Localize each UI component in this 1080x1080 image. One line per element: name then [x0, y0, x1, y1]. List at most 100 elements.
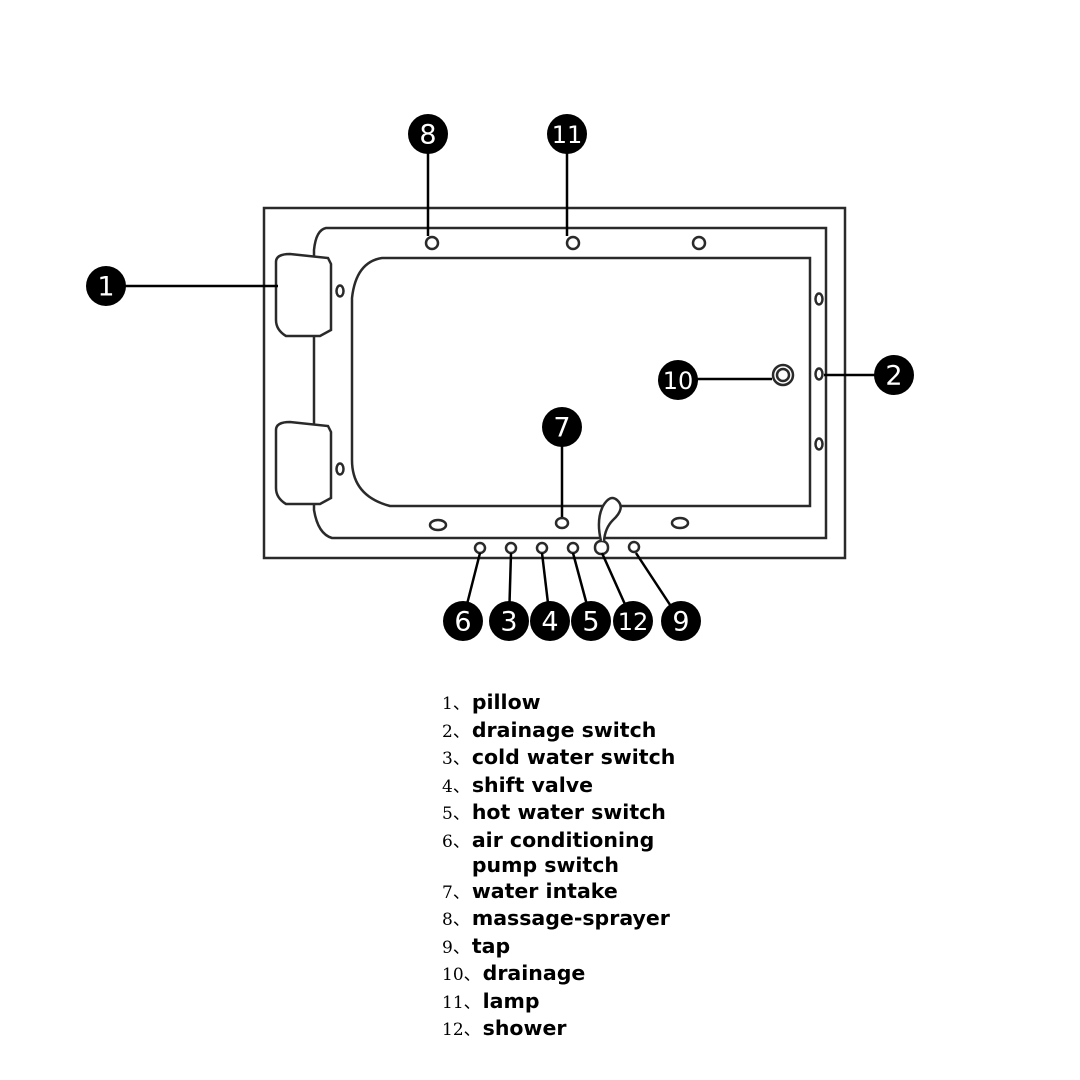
legend-item: 6、air conditioning pump switch [442, 828, 675, 879]
legend-label: hot water switch [471, 800, 666, 824]
hot-water-switch-knob [566, 541, 580, 555]
legend-label: air conditioning pump switch [471, 827, 655, 878]
legend-label: drainage switch [471, 717, 657, 742]
jet-bottom-left [428, 518, 448, 532]
svg-text:3: 3 [500, 607, 517, 638]
drainage-switch [814, 367, 824, 381]
svg-text:2: 2 [885, 361, 902, 392]
callout-8: 8 [408, 114, 448, 154]
svg-text:7: 7 [553, 413, 570, 444]
legend-separator: 、 [452, 694, 470, 714]
jet-left-upper [335, 284, 345, 298]
callout-1: 1 [86, 266, 126, 306]
legend-number: 1 [442, 694, 453, 714]
callout-4: 4 [530, 601, 570, 641]
legend-item: 1、pillow [442, 690, 675, 718]
drainage-inner [775, 367, 791, 383]
callout-2: 2 [874, 355, 914, 395]
pillow-top [274, 252, 333, 338]
legend-item: 3、cold water switch [442, 745, 675, 773]
cold-water-switch-knob [504, 541, 518, 555]
legend-label: tap [471, 933, 511, 958]
legend-item: 7、water intake [442, 879, 675, 907]
legend-separator: 、 [463, 965, 481, 985]
legend-separator: 、 [452, 804, 470, 824]
legend-label: shift valve [471, 772, 593, 797]
legend-separator: 、 [452, 776, 470, 797]
jet-right-1 [814, 292, 824, 306]
legend-item: 10、drainage [442, 961, 675, 989]
legend-item: 5、hot water switch [442, 800, 675, 828]
legend-separator: 、 [452, 721, 470, 742]
svg-text:6: 6 [454, 607, 471, 638]
legend-item: 2、drainage switch [442, 718, 675, 746]
jet-right-3 [814, 437, 824, 451]
legend-number: 11 [442, 992, 464, 1013]
shower-handle-base [593, 539, 610, 556]
callout-10: 10 [658, 360, 698, 400]
legend-label: drainage [482, 961, 586, 985]
svg-text:5: 5 [582, 607, 599, 638]
svg-text:11: 11 [552, 121, 583, 149]
jets-and-fixtures [335, 235, 824, 556]
tub-basin [350, 256, 812, 508]
legend-label: lamp [482, 988, 540, 1013]
legend-item: 8、massage-sprayer [442, 906, 675, 934]
water-intake [554, 516, 570, 530]
jet-left-lower [335, 462, 345, 476]
pillow-bottom [274, 420, 333, 506]
legend-number: 12 [442, 1020, 464, 1040]
callout-7: 7 [542, 407, 582, 447]
legend-separator: 、 [452, 910, 470, 930]
legend-item: 11、lamp [442, 989, 675, 1017]
shift-valve-knob [535, 541, 549, 555]
legend-number: 6 [442, 831, 453, 852]
massage-sprayer-jet [424, 235, 440, 251]
svg-text:8: 8 [419, 120, 436, 151]
legend-label: cold water switch [471, 745, 676, 769]
legend-item: 12、shower [442, 1016, 675, 1044]
callout-5: 5 [571, 601, 611, 641]
jet-top-right [691, 235, 707, 251]
legend-label: shower [482, 1016, 567, 1040]
legend-number: 10 [442, 965, 464, 985]
legend-label: massage-sprayer [471, 906, 670, 930]
callout-11: 11 [547, 114, 587, 154]
callout-9: 9 [661, 601, 701, 641]
svg-text:12: 12 [618, 608, 649, 636]
tub-outer-frame [262, 206, 847, 560]
svg-text:9: 9 [672, 607, 689, 638]
legend-label: pillow [471, 690, 541, 714]
legend-number: 9 [442, 937, 453, 958]
shower-hose-icon [597, 496, 622, 542]
legend-number: 3 [442, 749, 453, 769]
tub-rim [312, 226, 828, 540]
legend-separator: 、 [452, 831, 470, 852]
legend-number: 4 [442, 776, 453, 797]
legend-label: water intake [471, 878, 618, 903]
legend-list: 1、pillow 2、drainage switch 3、cold water … [442, 690, 675, 1044]
bathtub-outline [262, 206, 847, 560]
jet-bottom-right [670, 516, 690, 530]
svg-text:1: 1 [97, 272, 114, 303]
air-pump-switch-knob [473, 541, 487, 555]
svg-text:4: 4 [541, 607, 558, 638]
lamp-fixture [565, 235, 581, 251]
callout-12: 12 [613, 601, 653, 641]
callouts: 1 2 3 4 5 6 7 8 9 10 11 12 [86, 114, 914, 641]
tap-knob [627, 540, 641, 554]
legend-number: 7 [442, 882, 453, 903]
legend-item: 9、tap [442, 934, 675, 962]
legend-separator: 、 [452, 749, 470, 769]
legend-item: 4、shift valve [442, 773, 675, 801]
pillows [274, 252, 333, 506]
callout-3: 3 [489, 601, 529, 641]
legend-separator: 、 [463, 992, 481, 1013]
legend-number: 8 [442, 910, 453, 930]
legend-separator: 、 [452, 882, 470, 903]
bathtub-diagram: 1 2 3 4 5 6 7 8 9 10 11 12 [86, 114, 914, 641]
svg-text:10: 10 [663, 367, 694, 395]
legend-number: 5 [442, 804, 453, 824]
legend-number: 2 [442, 721, 453, 742]
legend-separator: 、 [463, 1020, 481, 1040]
